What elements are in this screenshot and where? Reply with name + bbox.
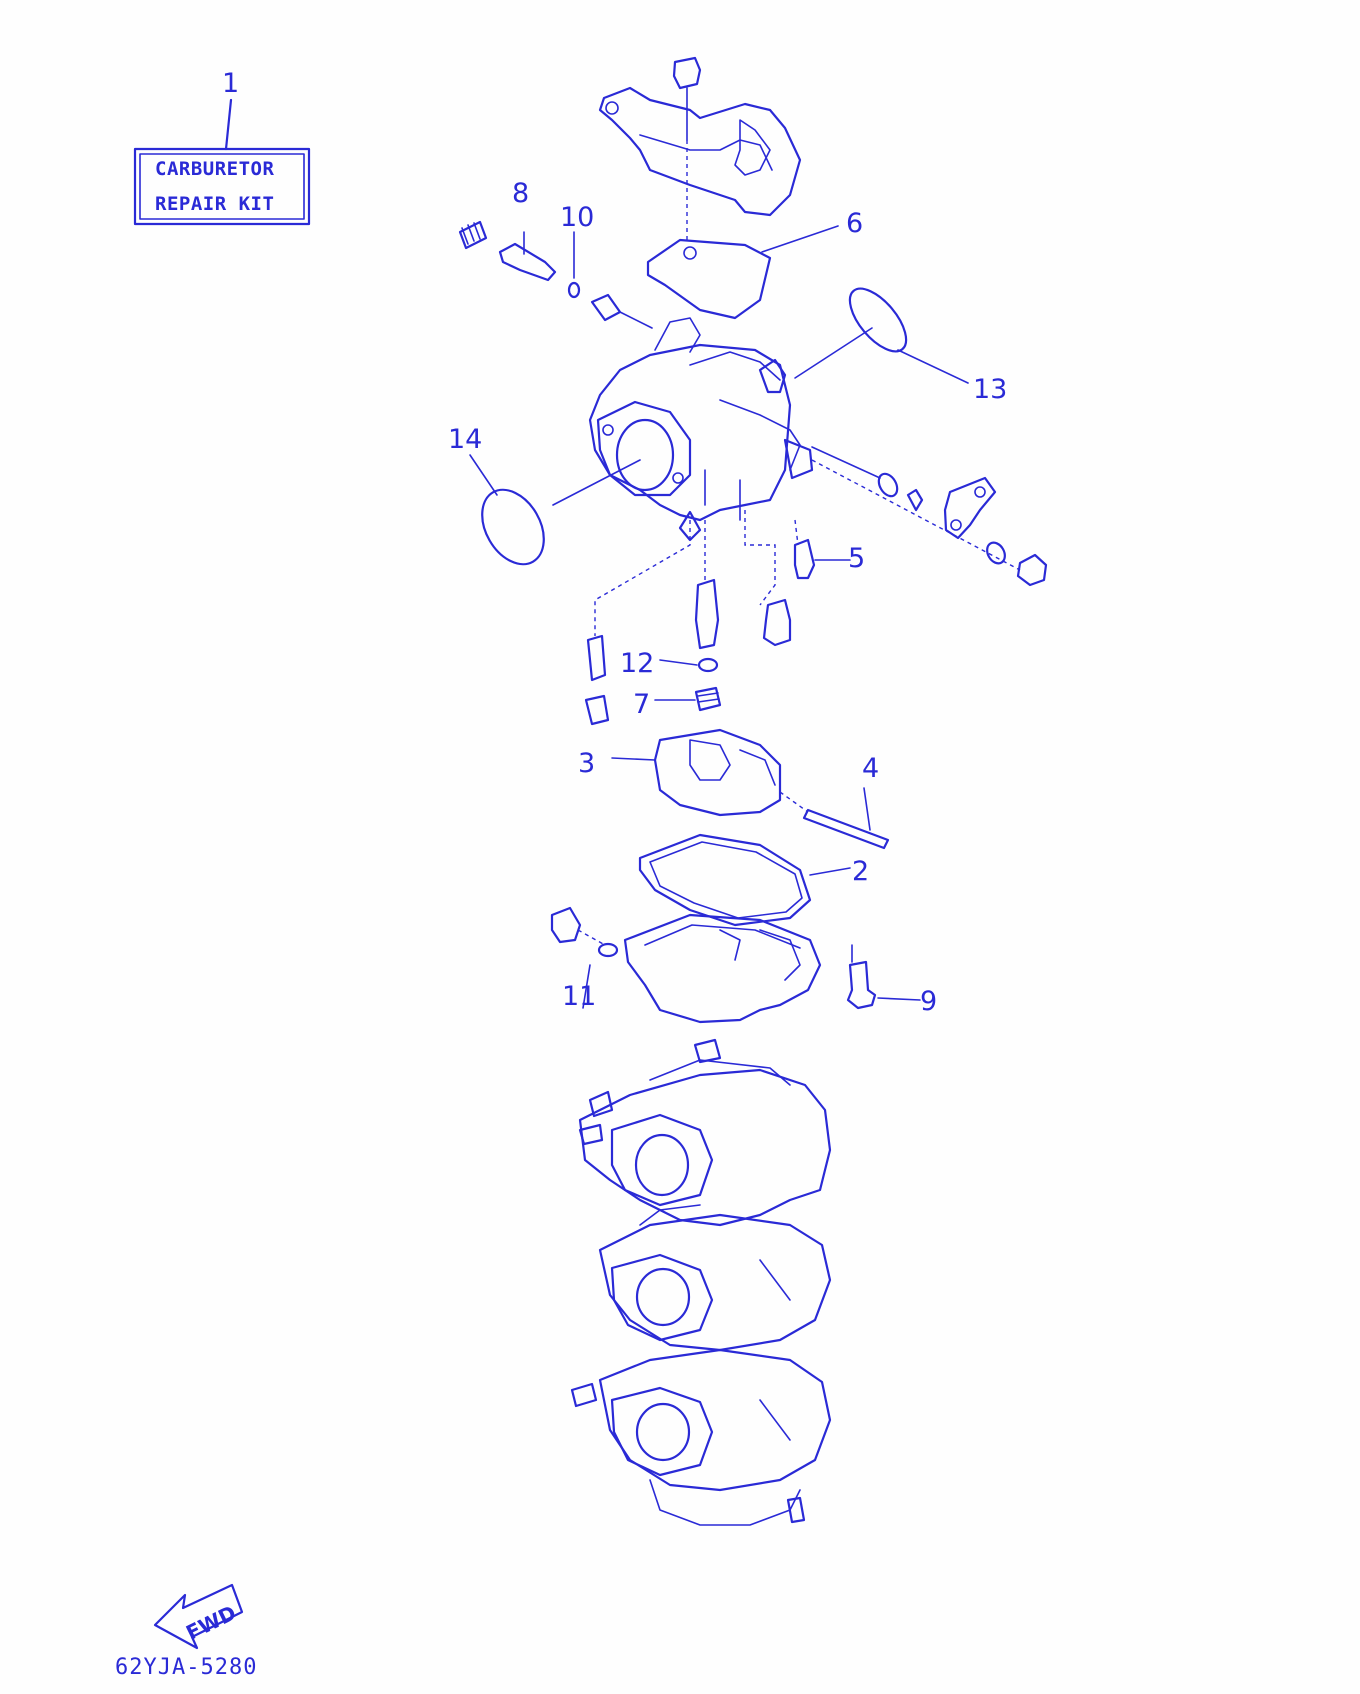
forward-direction-arrow: FWD — [153, 1583, 244, 1650]
callout-8: 8 — [512, 178, 529, 209]
diagram-code: 62YJA-5280 — [115, 1655, 257, 1680]
kit-label-line2: REPAIR KIT — [155, 193, 274, 215]
gasket-14: 14 — [448, 424, 641, 566]
throttle-lever-parts — [811, 446, 1048, 587]
callout-14: 14 — [448, 424, 482, 455]
carburetor-repair-kit-box: CARBURETOR REPAIR KIT — [133, 98, 311, 226]
callout-2: 2 — [852, 856, 869, 887]
kit-label-line1: CARBURETOR — [155, 158, 274, 180]
top-bracket — [598, 56, 802, 240]
callout-6: 6 — [846, 208, 863, 239]
pilot-screw-set: 8 10 — [458, 178, 653, 329]
callout-5: 5 — [848, 543, 865, 574]
callout-11: 11 — [562, 981, 596, 1012]
carburetor-body — [588, 317, 814, 542]
callout-4: 4 — [862, 753, 879, 784]
callout-1: 1 — [222, 68, 239, 99]
callout-7: 7 — [633, 689, 650, 720]
callout-12: 12 — [620, 648, 654, 679]
float-bowl: 11 9 — [550, 906, 937, 1024]
float-chamber-cover-plate: 6 — [646, 208, 863, 320]
callout-10: 10 — [560, 202, 594, 233]
callout-13: 13 — [973, 374, 1007, 405]
callout-9: 9 — [920, 986, 937, 1017]
fwd-label: FWD — [182, 1600, 240, 1645]
float-assembly: 3 4 — [578, 728, 890, 850]
float-bowl-gasket: 2 — [638, 833, 869, 927]
callout-3: 3 — [578, 748, 595, 779]
gasket-13: 13 — [794, 287, 1007, 405]
jets-and-screws: 5 12 7 — [584, 510, 865, 726]
carburetor-stack — [570, 1038, 832, 1526]
